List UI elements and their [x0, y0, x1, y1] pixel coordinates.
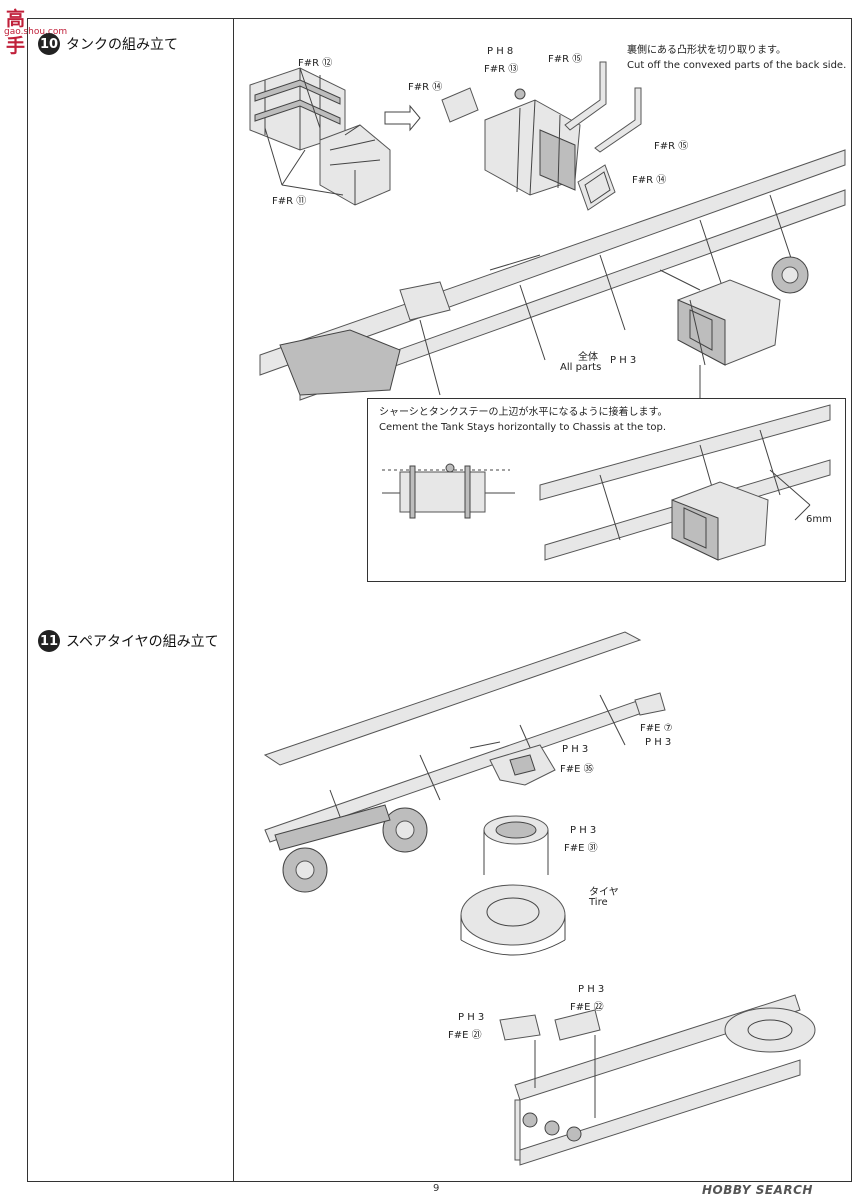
note-cut-jp: 裏側にある凸形状を切り取ります。: [627, 45, 786, 56]
step11-title: スペアタイヤの組み立て: [66, 634, 219, 650]
label-fe7: F#E ⑦: [640, 723, 673, 734]
inset-side-view: [382, 463, 515, 519]
step10-number: 10: [38, 33, 60, 55]
label-fe21: F#E ㉑: [448, 1030, 482, 1041]
label-tire-en: Tire: [589, 897, 608, 908]
inset-box: [367, 398, 846, 582]
label-fr12: F#R ⑫: [298, 58, 333, 69]
step10-heading: 10 タンクの組み立て: [38, 33, 178, 55]
step10-title: タンクの組み立て: [66, 37, 178, 53]
assembled-tank-drawing: [484, 88, 581, 196]
label-fr15b: F#R ⑮: [654, 141, 689, 152]
tank-stay-drawing: [564, 61, 607, 131]
label-ph3a: P H 3: [645, 737, 672, 748]
part-e7-drawing: [634, 692, 666, 716]
step11-number: 11: [38, 630, 60, 652]
label-fr13: F#R ⑬: [484, 64, 519, 75]
note-cut-en: Cut off the convexed parts of the back s…: [627, 60, 847, 71]
column-divider: [233, 18, 234, 1182]
watermark-title: 高手: [6, 8, 25, 57]
page-frame: [27, 18, 852, 1182]
label-ph3c: P H 3: [570, 825, 597, 836]
mounted-tank-drawing: [659, 269, 781, 366]
label-fe35: F#E ㉟: [560, 764, 594, 775]
label-all-en: All parts: [560, 362, 602, 373]
label-fe31: F#E ㉛: [564, 843, 598, 854]
inset-chassis-view: [539, 404, 831, 561]
label-fr14a: F#R ⑭: [408, 82, 443, 93]
inset-note-jp: シャーシとタンクステーの上辺が水平になるように接着します。: [379, 407, 668, 418]
label-ph3: P H 3: [610, 355, 637, 366]
watermark-url: gao.shou.com: [4, 27, 68, 37]
inset-dimension: 6mm: [806, 514, 832, 525]
brand-watermark: HOBBY SEARCH: [702, 1183, 813, 1197]
rear-frame-drawing: [499, 994, 816, 1166]
spare-chassis-drawing: [263, 631, 646, 893]
arrow-icon: [384, 104, 421, 132]
spare-tire-drawing: [460, 884, 566, 956]
carrier-bracket-drawing: [469, 741, 556, 786]
label-all-jp: 全体: [578, 352, 598, 363]
wheel-hub-drawing: [483, 815, 549, 875]
label-tire-jp: タイヤ: [589, 887, 619, 898]
label-fr14b: F#R ⑭: [632, 175, 667, 186]
page-number: 9: [433, 1183, 440, 1194]
label-ph3b: P H 3: [562, 744, 589, 755]
tank-stay-drawing-2: [594, 87, 642, 153]
step11-heading: 11 スペアタイヤの組み立て: [38, 630, 219, 652]
label-ph3e: P H 3: [458, 1012, 485, 1023]
gasket-drawing: [441, 87, 479, 123]
tank-halves-drawing: [249, 67, 391, 206]
label-ph3d: P H 3: [578, 984, 605, 995]
chassis-drawing: [259, 149, 846, 401]
label-fr11: F#R ⑪: [272, 196, 307, 207]
label-fr15a: F#R ⑮: [548, 54, 583, 65]
label-fe22: F#E ㉒: [570, 1002, 604, 1013]
label-ph8: P H 8: [487, 46, 514, 57]
inset-note-en: Cement the Tank Stays horizontally to Ch…: [379, 422, 667, 433]
